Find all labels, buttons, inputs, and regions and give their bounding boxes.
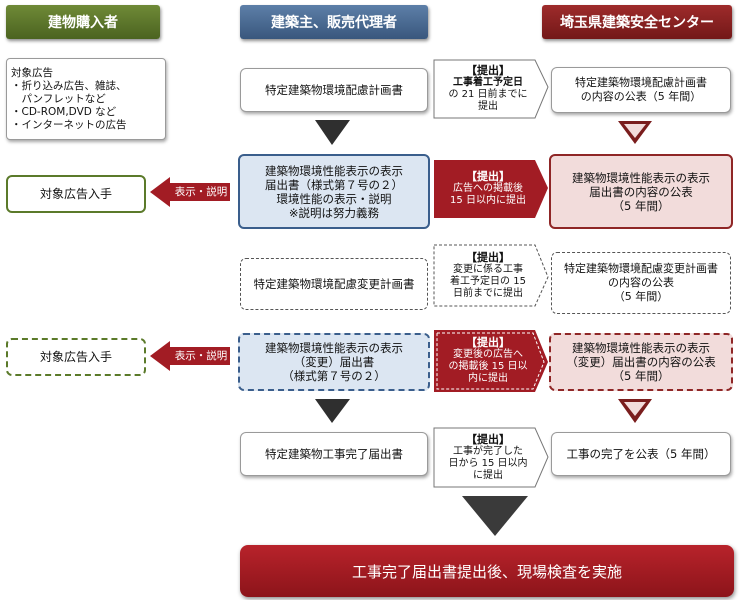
center-change-display-publish: 建築物環境性能表示の表示 （変更）届出書の内容の公表 （5 年間） bbox=[549, 333, 733, 391]
owner-change-display: 建築物環境性能表示の表示 （変更）届出書 （様式第７号の２） bbox=[238, 333, 430, 391]
down-arrow-1 bbox=[315, 120, 350, 145]
center-line: 特定建築物環境配慮変更計画書 bbox=[564, 262, 718, 275]
center-line: （5 年間） bbox=[613, 290, 669, 303]
owner-display-report: 建築物環境性能表示の表示 届出書（様式第７号の２） 環境性能の表示・説明 ※説明… bbox=[238, 154, 430, 229]
owner-change-plan: 特定建築物環境配慮変更計画書 bbox=[240, 258, 428, 310]
ad-target-note: 対象広告 ・折り込み広告、雑誌、 パンフレットなど ・CD-ROM,DVD など… bbox=[6, 58, 166, 140]
change-display-line: （変更）届出書 bbox=[293, 355, 375, 369]
callout-line: の 21 日前までに bbox=[448, 89, 528, 100]
center-display-publish: 建築物環境性能表示の表示 届出書の内容の公表 （5 年間） bbox=[549, 154, 733, 229]
left-arrow-1 bbox=[150, 177, 230, 207]
center-line: の内容の公表 bbox=[608, 276, 674, 289]
callout-title: 【提出】 bbox=[466, 336, 510, 349]
down-arrow-2 bbox=[315, 399, 350, 423]
callout-4: 【提出】 変更後の広告へ の掲載後 15 日以 内に提出 bbox=[436, 331, 540, 391]
callout-line: 変更後の広告へ bbox=[453, 349, 523, 360]
down-arrow-final bbox=[462, 496, 528, 536]
center-line: 届出書の内容の公表 bbox=[589, 184, 693, 199]
arrow-label-1: 表示・説明 bbox=[174, 186, 228, 198]
buyer-acquire-2: 対象広告入手 bbox=[6, 338, 146, 376]
callout-title: 【提出】 bbox=[466, 250, 510, 264]
callout-line: 工事着工予定日 bbox=[453, 77, 523, 88]
callout-title: 【提出】 bbox=[466, 170, 510, 183]
callout-line: 変更に係る工事 bbox=[453, 263, 523, 275]
owner-change-plan-label: 特定建築物環境配慮変更計画書 bbox=[253, 277, 415, 291]
center-line: 建築物環境性能表示の表示 bbox=[572, 170, 710, 185]
ad-note-line: ・折り込み広告、雑誌、 bbox=[11, 79, 127, 92]
buyer-acquire-label: 対象広告入手 bbox=[39, 350, 112, 364]
callout-line: 日から 15 日以内 bbox=[448, 457, 528, 469]
center-line: の内容の公表（5 年間） bbox=[580, 90, 702, 103]
ad-note-line: ・CD-ROM,DVD など bbox=[11, 105, 117, 118]
left-arrow-2 bbox=[150, 341, 230, 371]
callout-line: 工事が完了した bbox=[453, 445, 523, 457]
owner-completion: 特定建築物工事完了届出書 bbox=[240, 432, 428, 476]
ad-note-line: ・インターネットの広告 bbox=[11, 118, 127, 131]
callout-2: 【提出】 広告への掲載後 15 日以内に提出 bbox=[436, 161, 540, 217]
callout-title: 【提出】 bbox=[466, 432, 510, 446]
display-report-line: 建築物環境性能表示の表示 bbox=[265, 163, 403, 178]
callout-title: 【提出】 bbox=[466, 64, 510, 77]
center-plan-publish: 特定建築物環境配慮計画書 の内容の公表（5 年間） bbox=[551, 67, 731, 113]
center-line: 建築物環境性能表示の表示 bbox=[572, 341, 710, 355]
change-display-line: （様式第７号の２） bbox=[282, 369, 386, 383]
callout-line: 広告への掲載後 bbox=[453, 183, 523, 194]
callout-shape-2 bbox=[434, 160, 548, 218]
change-display-line: 建築物環境性能表示の表示 bbox=[265, 341, 403, 355]
callout-shape-4 bbox=[434, 330, 548, 392]
center-line: （5 年間） bbox=[612, 198, 670, 213]
final-inspection-banner: 工事完了届出書提出後、現場検査を実施 bbox=[240, 545, 734, 597]
display-report-line: 環境性能の表示・説明 bbox=[276, 191, 392, 206]
header-center: 埼玉県建築安全センター bbox=[542, 5, 732, 39]
center-line: （5 年間） bbox=[612, 369, 670, 383]
owner-plan: 特定建築物環境配慮計画書 bbox=[240, 68, 428, 112]
owner-completion-label: 特定建築物工事完了届出書 bbox=[265, 447, 403, 461]
center-line: （変更）届出書の内容の公表 bbox=[566, 355, 716, 369]
arrow-label-2: 表示・説明 bbox=[174, 350, 228, 362]
callout-line: に提出 bbox=[473, 469, 503, 481]
center-line: 特定建築物環境配慮計画書 bbox=[575, 76, 707, 89]
callout-shape-5 bbox=[433, 427, 549, 488]
center-change-plan-publish: 特定建築物環境配慮変更計画書 の内容の公表 （5 年間） bbox=[551, 252, 731, 314]
ad-note-line: 対象広告 bbox=[11, 66, 53, 79]
buyer-acquire-label: 対象広告入手 bbox=[39, 187, 112, 201]
callout-shape-3 bbox=[433, 244, 549, 307]
callout-line: 提出 bbox=[478, 101, 498, 112]
callout-shape-1 bbox=[433, 59, 549, 119]
owner-plan-label: 特定建築物環境配慮計画書 bbox=[265, 83, 403, 97]
callout-line: 着工予定日の 15 bbox=[450, 275, 526, 287]
callout-line: 15 日以内に提出 bbox=[450, 195, 526, 206]
callout-line: の掲載後 15 日以 bbox=[448, 361, 528, 372]
ad-note-line: パンフレットなど bbox=[11, 92, 106, 105]
callout-5: 【提出】 工事が完了した 日から 15 日以内 に提出 bbox=[436, 429, 540, 486]
buyer-acquire-1: 対象広告入手 bbox=[6, 175, 146, 213]
display-report-line: 届出書（様式第７号の２） bbox=[265, 177, 403, 192]
center-line: 工事の完了を公表（5 年間） bbox=[566, 447, 716, 461]
header-buyer: 建物購入者 bbox=[6, 5, 160, 39]
header-owner: 建築主、販売代理者 bbox=[240, 5, 428, 39]
display-report-line: ※説明は努力義務 bbox=[288, 205, 380, 220]
center-completion-publish: 工事の完了を公表（5 年間） bbox=[551, 432, 731, 476]
callout-line: 内に提出 bbox=[468, 373, 508, 384]
callout-3: 【提出】 変更に係る工事 着工予定日の 15 日前までに提出 bbox=[436, 246, 540, 305]
callout-1: 【提出】 工事着工予定日 の 21 日前までに 提出 bbox=[436, 61, 540, 117]
callout-line: 日前までに提出 bbox=[453, 287, 523, 299]
